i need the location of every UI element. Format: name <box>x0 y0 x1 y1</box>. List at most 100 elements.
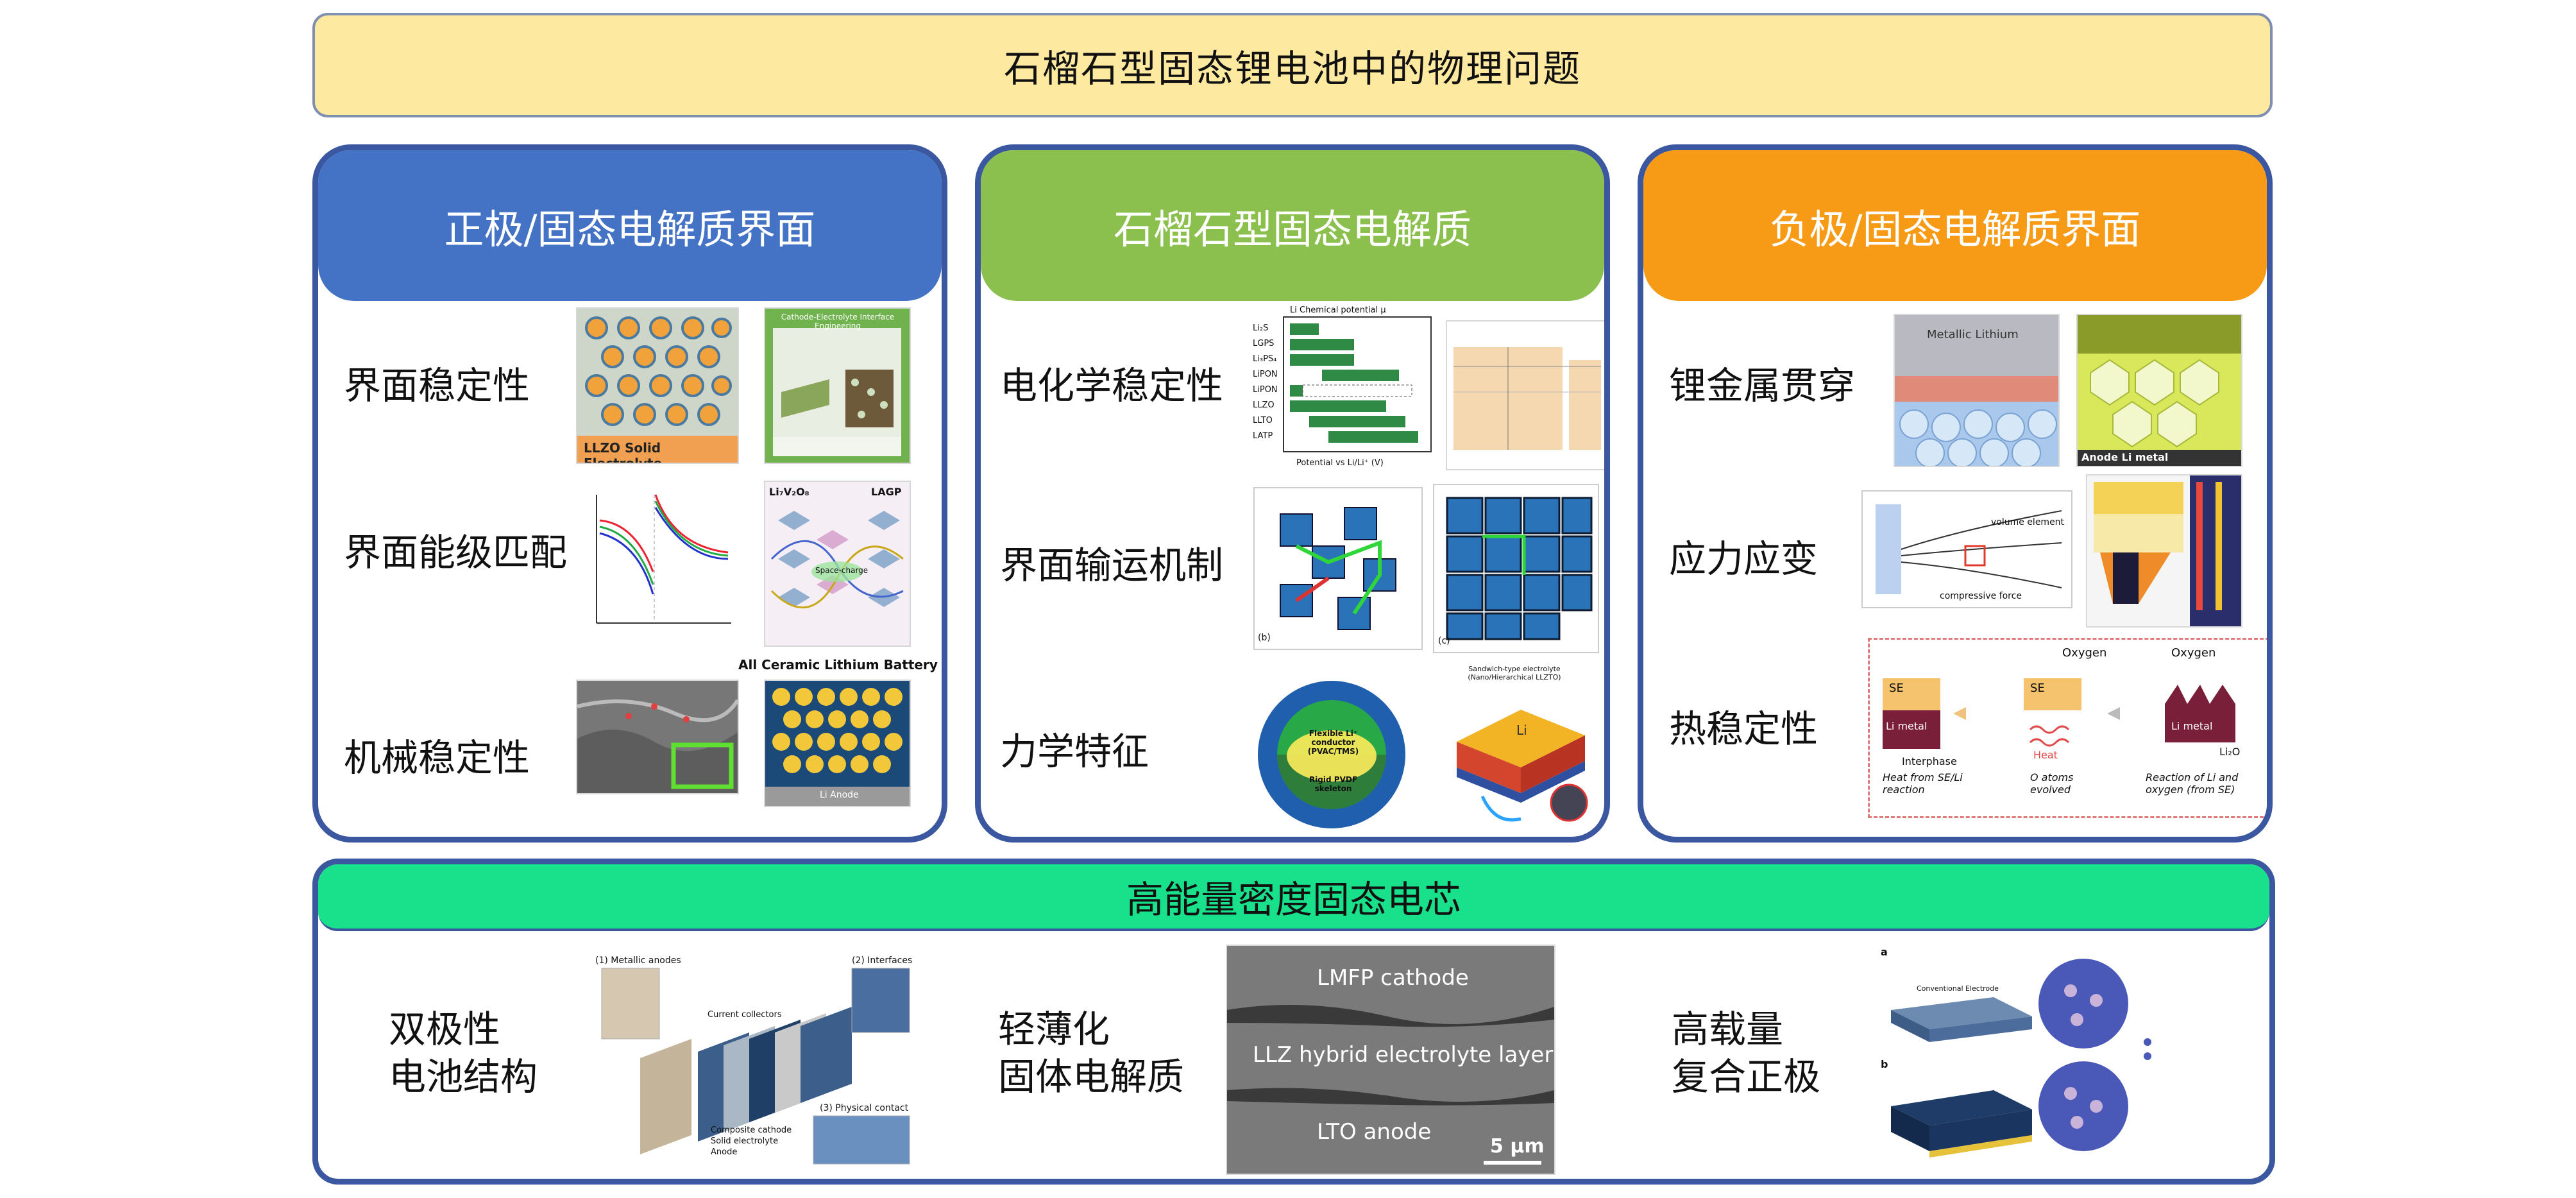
figure-caption: Flexible Li⁺ conductor (PVAC/TMS) <box>1307 729 1359 756</box>
figure-dendrite-free: Anode Li metal <box>2076 314 2242 467</box>
figure-flexible-rigid-composite: Flexible Li⁺ conductor (PVAC/TMS) Rigid … <box>1250 676 1416 836</box>
figure-caption: Reaction of Li and oxygen (from SE) <box>2146 771 2239 796</box>
figure-label: (b) <box>1258 633 1271 643</box>
figure-caption: LTO anode <box>1317 1119 1432 1145</box>
item-line: 固体电解质 <box>998 1055 1185 1099</box>
bar-label: Li₂S <box>1253 323 1269 333</box>
figure-caption: 5 µm <box>1490 1135 1545 1158</box>
figure-caption: LLZO Solid Electrolyte <box>584 440 663 464</box>
bar-label: Li₃PS₄ <box>1253 354 1277 364</box>
figure-bipolar-stack: (1) Metallic anodes (2) Interfaces (3) P… <box>588 954 924 1175</box>
figure-caption: Cathode-Electrolyte Interface Engineerin… <box>781 312 895 330</box>
figure-caption: (1) Metallic anodes <box>595 955 681 966</box>
garnet-electrolyte-panel: 石榴石型固态电解质 电化学稳定性 界面输运机制 力学特征 Li Chemical… <box>975 144 1610 843</box>
figure-caption: Conventional Electrode <box>1917 984 1999 993</box>
figure-caption: volume element <box>1991 517 2065 527</box>
panel-header: 正极/固态电解质界面 <box>318 150 942 301</box>
figure-caption: Li <box>1516 723 1527 738</box>
figure-phase-equilibria <box>1446 320 1604 470</box>
figure-caption: Li Chemical potential μ <box>1290 305 1386 315</box>
figure-all-ceramic-battery: Li Anode <box>764 680 911 807</box>
figure-caption: Metallic Lithium <box>1927 328 2019 341</box>
row-label-interface-transport: 界面输运机制 <box>1000 543 1224 587</box>
bar-label: LLTO <box>1253 416 1273 425</box>
row-label-electrochemical-stability: 电化学稳定性 <box>1000 364 1224 407</box>
figure-metallic-lithium: Metallic Lithium <box>1894 314 2060 467</box>
figure-caption: Composite cathode <box>711 1125 792 1135</box>
figure-caption: Oxygen <box>2171 646 2216 660</box>
figure-transport-network-b: (b) <box>1253 487 1423 650</box>
figure-caption: SE <box>1889 681 1904 695</box>
figure-caption: Space-charge <box>815 566 869 575</box>
figure-caption: LLZ hybrid electrolyte layer <box>1253 1042 1554 1068</box>
figure-label: a <box>1881 946 1888 958</box>
cathode-interface-panel: 正极/固态电解质界面 界面稳定性 界面能级匹配 机械稳定性 LLZO Solid… <box>312 144 947 843</box>
bottom-item-high-loading-cathode: 高载量 复合正极 <box>1672 1005 1820 1100</box>
figure-caption: Current collectors <box>708 1010 782 1020</box>
bar-label: LLZO <box>1253 400 1275 410</box>
figure-label: (c) <box>1438 636 1450 646</box>
figure-thermal-reaction: SE Li metal SE Heat Oxygen Oxygen Li met… <box>1868 638 2267 818</box>
figure-energy-level-plot <box>576 481 739 647</box>
item-line: 轻薄化 <box>998 1007 1110 1051</box>
row-label-thermal-stability: 热稳定性 <box>1669 707 1818 751</box>
row-label-lithium-penetration: 锂金属贯穿 <box>1669 364 1856 407</box>
figure-transport-network-c: (c) <box>1433 484 1599 653</box>
section-header: 高能量密度固态电芯 <box>318 864 2269 931</box>
figure-caption: (3) Physical contact <box>820 1103 909 1113</box>
item-line: 复合正极 <box>1672 1055 1821 1099</box>
panel-header: 负极/固态电解质界面 <box>1643 150 2267 301</box>
panel-header: 石榴石型固态电解质 <box>981 150 1604 301</box>
figure-caption: Potential vs Li/Li⁺ (V) <box>1296 458 1384 468</box>
figure-caption: (2) Interfaces <box>852 955 913 966</box>
bottom-item-thin-electrolyte: 轻薄化 固体电解质 <box>998 1005 1184 1100</box>
bottom-item-bipolar: 双极性 电池结构 <box>389 1005 538 1100</box>
figure-caption: Interphase <box>1902 755 1957 767</box>
figure-stress-diagram: volume element compressive force <box>1861 490 2072 608</box>
figure-label: b <box>1881 1058 1888 1070</box>
figure-sandwich-electrolyte: Sandwich-type electrolyte (Nano/Hierarch… <box>1430 663 1599 836</box>
figure-llzo-particles: LLZO Solid Electrolyte <box>576 307 739 464</box>
figure-caption: Heat from SE/Li reaction <box>1883 771 1963 796</box>
figure-caption: LMFP cathode <box>1317 965 1469 991</box>
figure-caption: Rigid PVDF skeleton <box>1309 775 1358 793</box>
figure-caption-all-ceramic: All Ceramic Lithium Battery <box>738 657 938 672</box>
bar-label: LATP <box>1253 431 1273 441</box>
row-label-mechanical-features: 力学特征 <box>1000 730 1149 773</box>
figure-composite-cathode: a b Conventional Electrode <box>1877 945 2219 1175</box>
anode-interface-panel: 负极/固态电解质界面 锂金属贯穿 应力应变 热稳定性 Metallic Lith… <box>1638 144 2273 843</box>
bar-label: LiPON <box>1253 370 1278 379</box>
item-line: 高载量 <box>1672 1007 1784 1051</box>
figure-caption: Heat <box>2033 749 2058 761</box>
figure-sem-mechanical <box>576 680 739 794</box>
figure-cathode-interface-engineering: Cathode-Electrolyte Interface Engineerin… <box>764 307 911 464</box>
figure-caption: Li metal <box>1886 720 1928 732</box>
high-energy-cell-section: 高能量密度固态电芯 双极性 电池结构 轻薄化 固体电解质 高载量 复合正极 (1… <box>312 859 2275 1185</box>
row-label-stress-strain: 应力应变 <box>1669 537 1818 581</box>
figure-caption: Anode Li metal <box>2081 451 2169 463</box>
item-line: 电池结构 <box>389 1055 538 1099</box>
figure-caption: Oxygen <box>2062 646 2107 660</box>
figure-stress-colormap <box>2086 474 2242 628</box>
figure-caption: compressive force <box>1940 591 2022 601</box>
figure-caption: O atoms evolved <box>2030 771 2074 796</box>
figure-caption: Li₂O <box>2219 746 2241 758</box>
main-title: 石榴石型固态锂电池中的物理问题 <box>312 13 2273 117</box>
figure-space-charge: Li₇V₂O₈ LAGP Space-charge <box>764 481 911 647</box>
figure-caption: Li metal <box>2171 720 2213 732</box>
item-line: 双极性 <box>389 1007 501 1051</box>
figure-caption: Sandwich-type electrolyte (Nano/Hierarch… <box>1468 665 1561 681</box>
figure-caption: Anode <box>711 1147 738 1157</box>
figure-stability-window-bars: Li Chemical potential μ Li₂S LGPS Li₃PS₄… <box>1250 304 1439 477</box>
bar-label: LiPON <box>1253 385 1278 395</box>
row-label-interface-stability: 界面稳定性 <box>344 364 530 407</box>
bar-label: LGPS <box>1253 339 1275 348</box>
figure-sem-cross-section: LMFP cathode LLZ hybrid electrolyte laye… <box>1226 945 1555 1175</box>
figure-caption: SE <box>2030 681 2045 695</box>
figure-caption: Li Anode <box>820 790 859 800</box>
row-label-mechanical-stability: 机械稳定性 <box>344 736 530 780</box>
figure-caption: Li₇V₂O₈ <box>769 486 809 498</box>
figure-caption: Solid electrolyte <box>711 1136 779 1146</box>
row-label-energy-level-matching: 界面能级匹配 <box>344 531 568 574</box>
figure-caption: LAGP <box>871 486 902 498</box>
